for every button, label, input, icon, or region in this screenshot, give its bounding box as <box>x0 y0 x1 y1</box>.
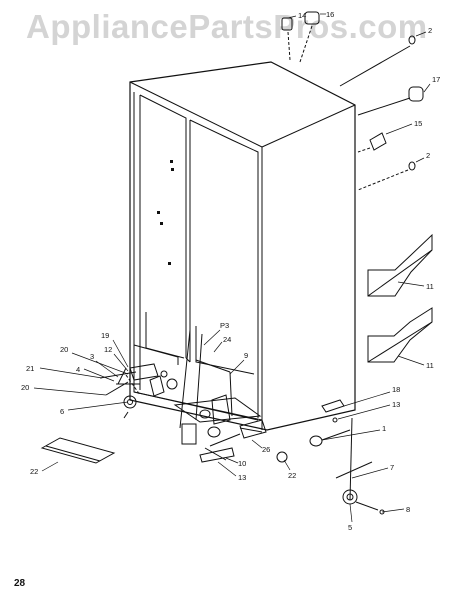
part-label: 15 <box>414 119 422 128</box>
crisper-shelves <box>367 233 433 363</box>
part-label: 12 <box>104 345 112 354</box>
part-label: 16 <box>326 10 334 19</box>
kick-plate <box>40 437 116 464</box>
part-label: 21 <box>26 364 34 373</box>
part-label: P3 <box>220 321 229 330</box>
watermark: AppliancePartsPros.com <box>26 8 428 45</box>
part-label: 5 <box>348 523 352 532</box>
part-label: 11 <box>426 282 434 291</box>
cabinet-mount-holes <box>157 160 174 265</box>
part-label: 4 <box>76 365 80 374</box>
part-label: 1 <box>382 424 386 433</box>
part-label: 10 <box>238 459 246 468</box>
part-label: 7 <box>390 463 394 472</box>
part-label: 3 <box>90 352 94 361</box>
part-label: 14 <box>298 11 306 20</box>
part-label: 22 <box>30 467 38 476</box>
part-label: 13 <box>392 400 400 409</box>
part-label: 17 <box>432 75 440 84</box>
page-number: 28 <box>14 578 26 589</box>
part-label: 2 <box>428 26 432 35</box>
part-label: 11 <box>426 361 434 370</box>
right-side-parts <box>339 35 424 191</box>
part-label: 19 <box>101 331 109 340</box>
part-label: 9 <box>244 351 248 360</box>
part-label: 20 <box>21 383 29 392</box>
leader-lines <box>33 13 431 523</box>
part-label: 22 <box>288 471 296 480</box>
part-label: 8 <box>406 505 410 514</box>
part-label: 6 <box>60 407 64 416</box>
part-label: 20 <box>60 345 68 354</box>
part-label: 18 <box>392 385 400 394</box>
part-label: 26 <box>262 445 270 454</box>
part-number-labels: 14 16 2 17 15 2 11 11 1 13 18 7 8 5 22 2… <box>21 10 440 532</box>
cabinet-body <box>129 61 356 431</box>
part-label: 13 <box>238 473 246 482</box>
part-label: 24 <box>223 335 231 344</box>
part-label: 2 <box>426 151 430 160</box>
bottom-center-parts <box>173 329 288 463</box>
top-hinge-parts <box>281 11 320 63</box>
